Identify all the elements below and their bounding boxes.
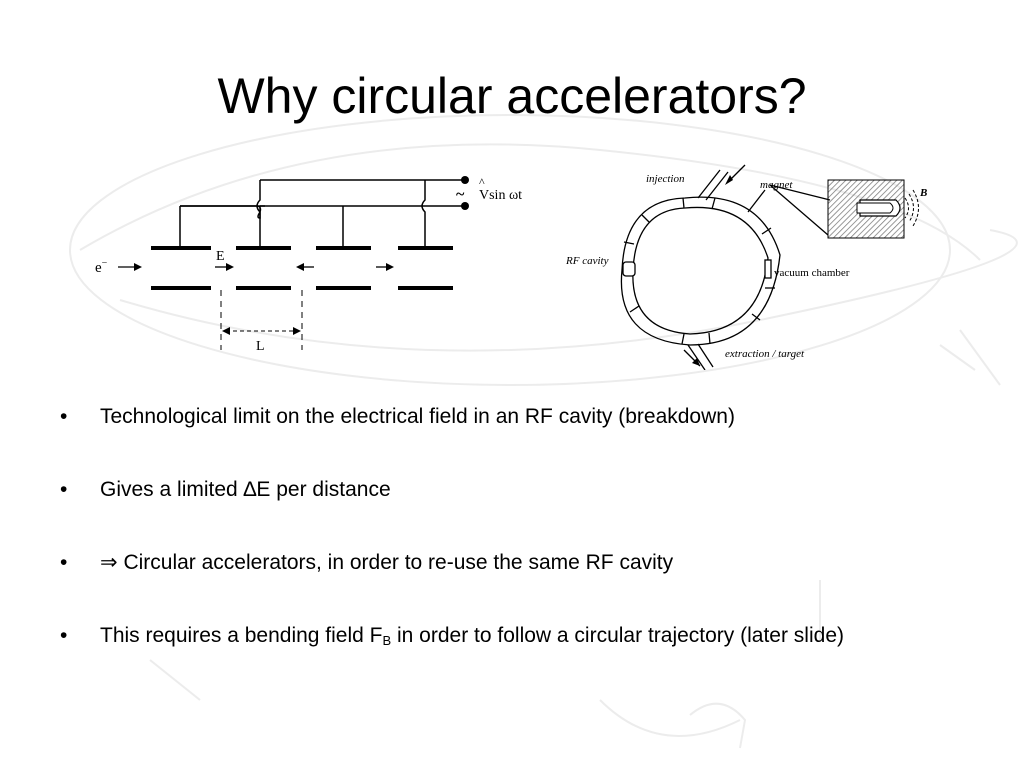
bullet-list: • Technological limit on the electrical … (60, 403, 960, 700)
list-item: • ⇒ Circular accelerators, in order to r… (60, 549, 960, 576)
field-label: E (216, 249, 225, 264)
bullet-marker: • (60, 551, 68, 574)
linear-accelerator-diagram: e− E L ~ ^ Vsin ωt (95, 175, 522, 354)
voltage-hat: ^ (479, 175, 485, 189)
delta-symbol: ∆ (243, 478, 257, 501)
list-item: • This requires a bending field FB in or… (60, 622, 960, 654)
circular-accelerator-diagram: injection magnet B RF cavity vacuum cham… (565, 164, 927, 370)
list-item: • Technological limit on the electrical … (60, 403, 960, 430)
subscript-b: B (382, 633, 392, 648)
electron-label: e− (95, 258, 108, 276)
rf-cavity-label: RF cavity (565, 255, 609, 267)
list-item: • Gives a limited ∆E per distance (60, 476, 960, 503)
b-field-label: B (919, 187, 927, 199)
ac-source-symbol: ~ (456, 186, 465, 203)
injection-label: injection (646, 173, 685, 185)
bullet-text-before: Gives a limited (100, 478, 244, 501)
magnet-label: magnet (760, 179, 793, 191)
bullet-marker: • (60, 405, 68, 428)
bullet-text: Technological limit on the electrical fi… (100, 405, 735, 428)
bullet-text-before: This requires a bending field F (100, 624, 383, 647)
bullet-text-after: in order to follow a circular trajectory… (391, 624, 844, 647)
bullet-marker: • (60, 624, 68, 647)
implies-symbol: ⇒ (100, 551, 118, 574)
voltage-label: Vsin ωt (479, 188, 522, 203)
bullet-text: Circular accelerators, in order to re-us… (117, 551, 674, 574)
bullet-text-after: E per distance (256, 478, 391, 501)
page-title: Why circular accelerators? (217, 68, 807, 124)
vacuum-chamber-label: vacuum chamber (774, 267, 850, 279)
extraction-label: extraction / target (725, 348, 805, 360)
bullet-marker: • (60, 478, 68, 501)
length-label: L (256, 339, 265, 354)
